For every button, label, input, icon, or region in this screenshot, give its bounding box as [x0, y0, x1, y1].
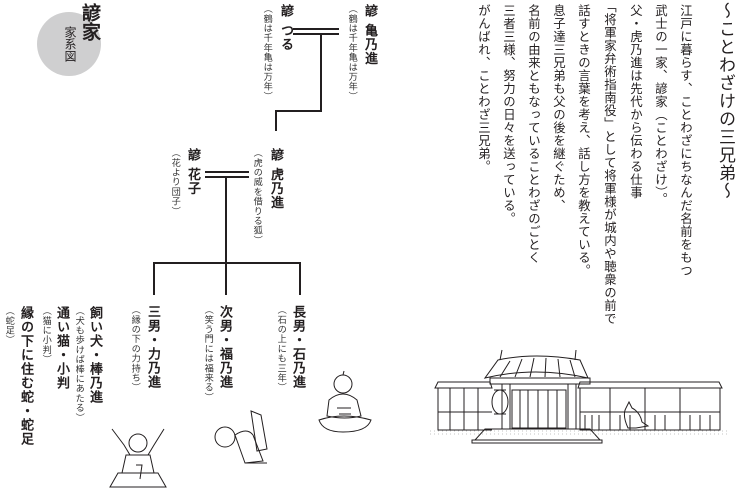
descent-line-2: [275, 110, 277, 131]
family-tree-label: 家系図: [63, 26, 77, 62]
dog-note: （犬も歩けば棒にあたる）: [73, 306, 85, 423]
cat-note: （猫に小判）: [40, 306, 52, 365]
article-line-4: 「将軍家弁術指南役」として将軍様が城内や聴衆の前で: [602, 0, 618, 325]
eldest-son-name: 長男・石乃進: [290, 305, 305, 389]
third-son-illustration: [109, 428, 167, 488]
article-line-8: 三者三様、努力の日々を送っている。: [501, 4, 517, 225]
descent-line: [320, 34, 322, 111]
snake-name: 縁の下に住む蛇・蛇足: [18, 306, 33, 446]
second-son-illustration: [214, 410, 268, 464]
parents-marriage-line-top: [205, 171, 249, 173]
article-line-5: 話すときの言葉を考え、話し方を教えている。: [576, 4, 592, 277]
eldest-son-illustration: [318, 370, 372, 433]
article-line-1: 江戸に暮らす、ことわざにちなんだ名前をもつ: [678, 4, 694, 277]
dog-name: 飼い犬・棒乃進: [87, 306, 102, 404]
snake-note: （蛇足）: [3, 306, 15, 345]
article-line-9: がんばれ、ことわざ三兄弟。: [476, 4, 492, 173]
descent-jog: [275, 110, 322, 112]
article-line-7: 名前の由来ともなっていることわざのごとく: [526, 4, 542, 264]
article-line-6: 息子達三兄弟も父の後を継ぐため、: [551, 4, 567, 212]
children-descent-line: [225, 177, 227, 295]
father-name: 諺 虎乃進: [268, 148, 283, 210]
third-son-line: [153, 262, 155, 295]
marriage-line-bottom: [293, 33, 339, 35]
grandfather-name: 諺 亀乃進: [362, 4, 377, 66]
second-son-name: 次男・福乃進: [217, 305, 232, 389]
mother-note: （花より団子）: [169, 148, 181, 216]
cat-name: 通い猫・小判: [54, 306, 69, 390]
eldest-son-note: （石の上にも三年）: [275, 305, 287, 393]
article-title: 〜ことわざけの三兄弟〜: [715, 2, 735, 200]
third-son-note: （縁の下の力持ち）: [129, 305, 141, 393]
father-note: （虎の威を借りる狐）: [251, 148, 263, 245]
heading-circle: [37, 12, 101, 76]
article-line-3: 父・虎乃進は先代から伝わる仕事: [628, 4, 644, 199]
third-son-name: 三男・力乃進: [145, 305, 160, 389]
parents-marriage-line-bottom: [205, 176, 249, 178]
second-son-note: （笑う門には福来る）: [202, 305, 214, 402]
marriage-line-top: [293, 28, 339, 30]
grandfather-note: （鶴は千年亀は万年）: [346, 4, 358, 101]
family-surname: 諺家: [79, 3, 101, 41]
eldest-son-line: [299, 262, 301, 295]
grandmother-name: 諺 つる: [278, 4, 293, 52]
grandmother-note: （鶴は千年亀は万年）: [261, 4, 273, 101]
mother-name: 諺 花子: [185, 148, 200, 196]
children-branch-line: [153, 262, 301, 264]
gate-house-illustration: [430, 349, 730, 444]
article-line-2: 武士の一家、諺家（ことわざけ）。: [653, 4, 669, 206]
